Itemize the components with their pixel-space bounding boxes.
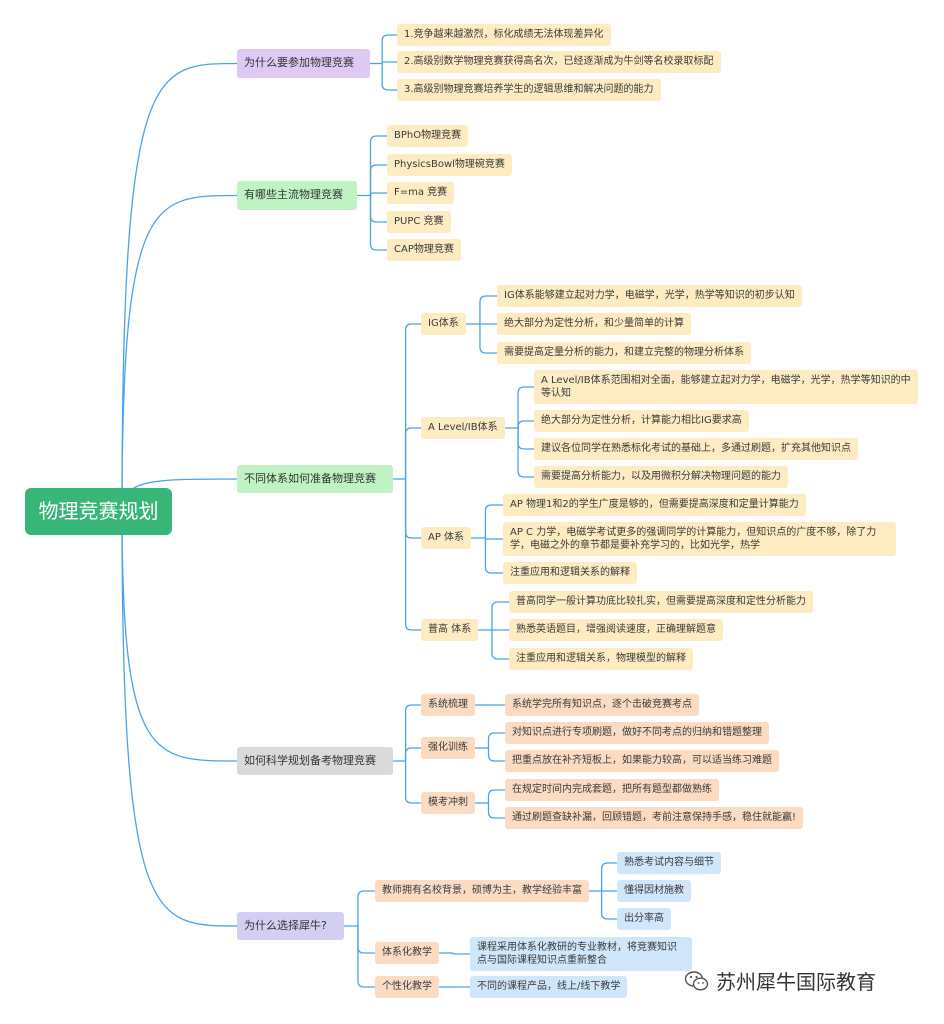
system-putong[interactable]: 普高 体系 <box>421 619 479 641</box>
reason-teachers[interactable]: 教师拥有名校背景，硕博为主，教学经验丰富 <box>375 880 589 902</box>
competition-cap[interactable]: CAP物理竞赛 <box>387 239 461 261</box>
system-ap[interactable]: AP 体系 <box>421 527 472 549</box>
putong-item[interactable]: 熟悉英语题目，增强阅读速度，正确理解题意 <box>509 619 723 641</box>
topic-curriculum-systems[interactable]: 不同体系如何准备物理竞赛 <box>237 465 393 493</box>
review-item[interactable]: 系统学完所有知识点，逐个击破竞赛考点 <box>505 694 699 716</box>
branch-link <box>357 926 375 988</box>
root-link <box>121 511 238 927</box>
branch-link <box>484 537 503 540</box>
personalized-item[interactable]: 不同的课程产品，线上/线下教学 <box>470 976 628 998</box>
branch-link <box>600 891 617 920</box>
branch-link <box>484 538 503 574</box>
branch-link <box>517 386 534 428</box>
competition-physicsbowl[interactable]: PhysicsBowl物理碗竞赛 <box>387 154 512 176</box>
branch-link <box>381 34 397 64</box>
plan-training[interactable]: 强化训练 <box>421 737 475 759</box>
branch-link <box>381 61 397 64</box>
branch-link <box>479 324 497 354</box>
root-link <box>121 62 238 512</box>
alevel-item[interactable]: 需要提高分析能力，以及用微积分解决物理问题的能力 <box>534 466 788 488</box>
branch-link <box>404 323 421 479</box>
training-item[interactable]: 把重点放在补齐短板上，如果能力较高，可以适当练习难题 <box>505 750 779 772</box>
branch-link <box>404 747 421 761</box>
branch-link <box>487 789 505 803</box>
branch-link <box>452 952 470 955</box>
topic-which-competitions[interactable]: 有哪些主流物理竞赛 <box>237 181 357 210</box>
ap-item[interactable]: AP 物理1和2的学生广度是够的，但需要提高深度和定量计算能力 <box>503 494 806 516</box>
reason-personalized[interactable]: 个性化教学 <box>375 976 439 998</box>
why-item-3[interactable]: 3.高级别物理竞赛培养学生的逻辑思维和解决问题的能力 <box>397 79 661 101</box>
branch-link <box>517 420 534 428</box>
system-alevel-ib[interactable]: A Level/IB体系 <box>421 417 505 439</box>
branch-link <box>517 428 534 478</box>
alevel-item[interactable]: 绝大部分为定性分析，计算能力相比IG要求高 <box>534 410 749 432</box>
branch-link <box>369 135 387 196</box>
alevel-item[interactable]: 建议各位同学在熟悉标化考试的基础上，多通过刷题，扩充其他知识点 <box>534 438 858 460</box>
plan-review[interactable]: 系统梳理 <box>421 694 475 716</box>
competition-fma[interactable]: F=ma 竞赛 <box>387 182 455 204</box>
root-link <box>121 194 238 512</box>
branch-link <box>369 164 387 196</box>
wechat-icon <box>684 970 709 991</box>
why-item-1[interactable]: 1.竞争越来越激烈，标化成绩无法体现差异化 <box>397 24 611 46</box>
branch-link <box>369 195 387 223</box>
plan-mock-exam[interactable]: 模考冲刺 <box>421 792 475 814</box>
mock-item[interactable]: 在规定时间内完成套题，把所有题型都做熟练 <box>505 779 719 801</box>
mock-item[interactable]: 通过刷题查缺补漏，回顾错题，考前注意保持手感，稳住就能赢! <box>505 807 804 829</box>
putong-item[interactable]: 注重应用和逻辑关系，物理模型的解释 <box>509 648 693 670</box>
branch-link <box>404 761 421 804</box>
watermark: 苏州犀牛国际教育 <box>684 966 876 995</box>
competition-bpho[interactable]: BPhO物理竞赛 <box>387 125 469 147</box>
branch-link <box>479 295 497 324</box>
branch-link <box>487 732 505 748</box>
reason-systematic[interactable]: 体系化教学 <box>375 942 439 964</box>
systematic-item[interactable]: 课程采用体系化教研的专业教材，将竞赛知识点与国际课程知识点重新整合 <box>470 937 692 971</box>
branch-link <box>484 504 503 538</box>
branch-link <box>404 704 421 761</box>
branch-link <box>357 926 375 954</box>
training-item[interactable]: 对知识点进行专项刷题，做好不同考点的归纳和错题整理 <box>505 722 769 744</box>
alevel-item[interactable]: A Level/IB体系范围相对全面，能够建立起对力学，电磁学，光学，热学等知识… <box>534 370 918 404</box>
watermark-text: 苏州犀牛国际教育 <box>716 970 876 994</box>
topic-why-xiniu[interactable]: 为什么选择犀牛? <box>237 912 344 940</box>
why-item-2[interactable]: 2.高级别数学物理竞赛获得高名次，已经逐渐成为牛剑等名校录取标配 <box>397 51 721 73</box>
root-topic[interactable]: 物理竞赛规划 <box>25 488 172 535</box>
system-ig[interactable]: IG体系 <box>421 313 466 335</box>
ap-item[interactable]: 注重应用和逻辑关系的解释 <box>503 562 637 584</box>
branch-link <box>600 862 617 891</box>
topic-study-plan[interactable]: 如何科学规划备考物理竞赛 <box>237 747 393 775</box>
putong-item[interactable]: 普高同学一般计算功底比较扎实，但需要提高深度和定性分析能力 <box>509 591 813 613</box>
branch-link <box>404 479 421 539</box>
root-link <box>121 511 238 762</box>
branch-link <box>491 601 509 630</box>
branch-link <box>381 63 397 91</box>
ig-item[interactable]: IG体系能够建立起对力学，电磁学，光学，热学等知识的初步认知 <box>497 285 802 307</box>
branch-link <box>487 748 505 762</box>
branch-link <box>404 479 421 631</box>
teachers-item[interactable]: 懂得因材施教 <box>617 880 691 902</box>
branch-link <box>517 428 534 450</box>
branch-link <box>369 192 387 196</box>
ig-item[interactable]: 需要提高定量分析的能力，和建立完整的物理分析体系 <box>497 342 751 364</box>
branch-link <box>369 195 387 251</box>
topic-why-compete[interactable]: 为什么要参加物理竞赛 <box>237 49 370 78</box>
branch-link <box>404 427 421 479</box>
teachers-item[interactable]: 熟悉考试内容与细节 <box>617 852 721 874</box>
competition-pupc[interactable]: PUPC 竞赛 <box>387 211 451 233</box>
teachers-item[interactable]: 出分率高 <box>617 908 671 930</box>
ig-item[interactable]: 绝大部分为定性分析，和少量简单的计算 <box>497 313 691 335</box>
branch-link <box>487 803 505 819</box>
ap-item[interactable]: AP C 力学，电磁学考试更多的强调同学的计算能力，但知识点的广度不够，除了力学… <box>503 522 896 556</box>
branch-link <box>491 630 509 660</box>
branch-link <box>357 890 375 926</box>
